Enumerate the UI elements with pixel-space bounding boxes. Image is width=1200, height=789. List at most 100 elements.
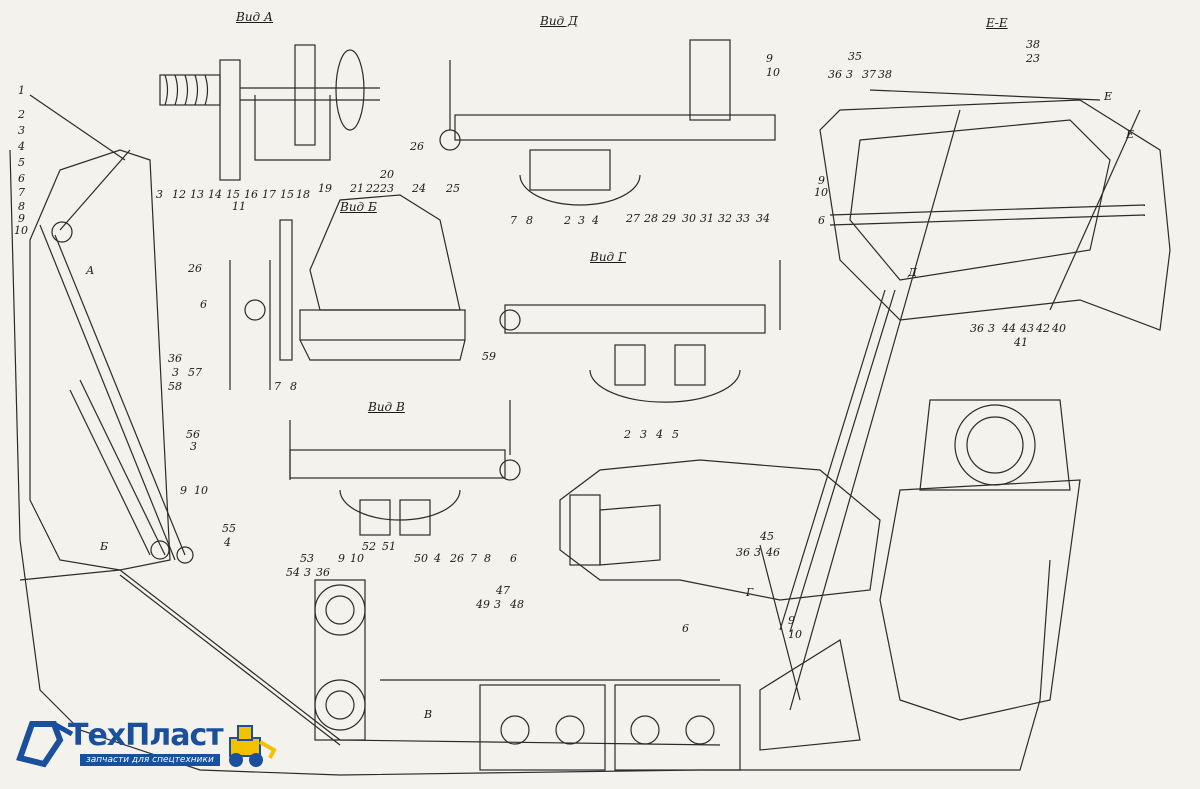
callout: 31 bbox=[700, 212, 714, 225]
callout: 9 bbox=[180, 484, 187, 497]
callout: 7 bbox=[18, 186, 25, 199]
callout: 3 bbox=[988, 322, 995, 335]
arrow-label-g: Г bbox=[746, 586, 754, 599]
view-v-title: Вид В bbox=[368, 400, 405, 414]
section-ee-title: Е-Е bbox=[986, 16, 1008, 30]
right-lower-body bbox=[879, 479, 1081, 721]
callout: 57 bbox=[188, 366, 202, 379]
housing-hole-3 bbox=[630, 715, 660, 745]
callout: 4 bbox=[434, 552, 441, 565]
callout: 37 bbox=[862, 68, 876, 81]
view-g-drawing bbox=[499, 260, 781, 403]
callout: E bbox=[1104, 90, 1113, 103]
callout: 29 bbox=[662, 212, 676, 225]
callout: 17 bbox=[262, 188, 276, 201]
gearbox-body bbox=[559, 459, 881, 601]
bearing-inner bbox=[966, 416, 1024, 474]
callout: 6 bbox=[200, 298, 207, 311]
callout: 30 bbox=[682, 212, 696, 225]
joint-top-left bbox=[51, 221, 73, 243]
callout: 26 bbox=[410, 140, 424, 153]
callout: 41 bbox=[1014, 336, 1028, 349]
callout: 6 bbox=[18, 172, 25, 185]
callout: 12 bbox=[172, 188, 186, 201]
callout: 47 bbox=[496, 584, 510, 597]
diag-rod-bottom bbox=[119, 574, 341, 746]
callout: 10 bbox=[14, 224, 28, 237]
arrow-label-b: Б bbox=[100, 540, 109, 553]
callout: 4 bbox=[18, 140, 25, 153]
callout: 58 bbox=[168, 380, 182, 393]
housing-2 bbox=[614, 684, 741, 771]
housing-1 bbox=[479, 684, 606, 771]
floor-line bbox=[19, 569, 721, 746]
callout: 8 bbox=[290, 380, 297, 393]
callout: 3 bbox=[304, 566, 311, 579]
housing-hole-2 bbox=[555, 715, 585, 745]
callout: 56 bbox=[186, 428, 200, 441]
view-a-title: Вид А bbox=[236, 10, 274, 24]
callout: 3 bbox=[846, 68, 853, 81]
callout: 10 bbox=[194, 484, 208, 497]
callout: 46 bbox=[766, 546, 780, 559]
brand-tagline: запчасти для спецтехники bbox=[80, 754, 220, 766]
view-g-title: Вид Г bbox=[590, 250, 626, 264]
callout: 6 bbox=[510, 552, 517, 565]
callout: 15 bbox=[226, 188, 240, 201]
view-d-title: Вид Д bbox=[540, 14, 578, 28]
shaft-ring-1 bbox=[314, 584, 366, 636]
callout: 10 bbox=[788, 628, 802, 641]
view-v-drawing bbox=[289, 400, 521, 536]
callout: 36 bbox=[316, 566, 330, 579]
arrow-label-v: В bbox=[424, 708, 433, 721]
brand-name-part1: Тех bbox=[68, 718, 126, 753]
loader-icon bbox=[229, 725, 277, 767]
joint-fork bbox=[599, 504, 661, 566]
callout: 2 bbox=[18, 108, 25, 121]
callout: 32 bbox=[718, 212, 732, 225]
callout: 16 bbox=[244, 188, 258, 201]
right-frame bbox=[819, 99, 1171, 331]
callout: 9 bbox=[818, 174, 825, 187]
callout: 26 bbox=[450, 552, 464, 565]
callout: 36 bbox=[828, 68, 842, 81]
excavator-bucket-icon bbox=[16, 721, 74, 768]
brand-logo[interactable]: ТехПласт запчасти для спецтехники bbox=[14, 712, 284, 782]
callout: 23 bbox=[380, 182, 394, 195]
callout: 48 bbox=[510, 598, 524, 611]
callout: 3 bbox=[190, 440, 197, 453]
callout: 40 bbox=[1052, 322, 1066, 335]
left-panel bbox=[29, 149, 171, 571]
brand-name-part2: Пласт bbox=[125, 718, 223, 753]
leader-ee-38 bbox=[869, 89, 1101, 101]
callout: 25 bbox=[446, 182, 460, 195]
callout: 2 bbox=[624, 428, 631, 441]
callout: 38 bbox=[878, 68, 892, 81]
callout: 36 bbox=[970, 322, 984, 335]
callout: 2 bbox=[564, 214, 571, 227]
pipe bbox=[759, 639, 861, 751]
callout: 3 bbox=[156, 188, 163, 201]
callout: 21 bbox=[350, 182, 364, 195]
pedal-bracket bbox=[314, 579, 366, 741]
callout: 3 bbox=[578, 214, 585, 227]
callout: 20 bbox=[380, 168, 394, 181]
view-b-drawing bbox=[229, 194, 466, 390]
callout: 42 bbox=[1036, 322, 1050, 335]
callout: 28 bbox=[644, 212, 658, 225]
shaft-ring-2 bbox=[314, 679, 366, 731]
callout: 8 bbox=[526, 214, 533, 227]
callout: 5 bbox=[18, 156, 25, 169]
callout: 11 bbox=[232, 200, 246, 213]
callout: 23 bbox=[1026, 52, 1040, 65]
callout: 50 bbox=[414, 552, 428, 565]
callout: 1 bbox=[18, 84, 25, 97]
rod-top bbox=[59, 149, 131, 231]
callout: 10 bbox=[766, 66, 780, 79]
bearing-housing bbox=[919, 399, 1071, 491]
callout: 9 bbox=[766, 52, 773, 65]
joint-left-low bbox=[150, 540, 170, 560]
callout: Д bbox=[908, 266, 917, 279]
view-d-drawing bbox=[439, 39, 776, 206]
callout: 5 bbox=[672, 428, 679, 441]
